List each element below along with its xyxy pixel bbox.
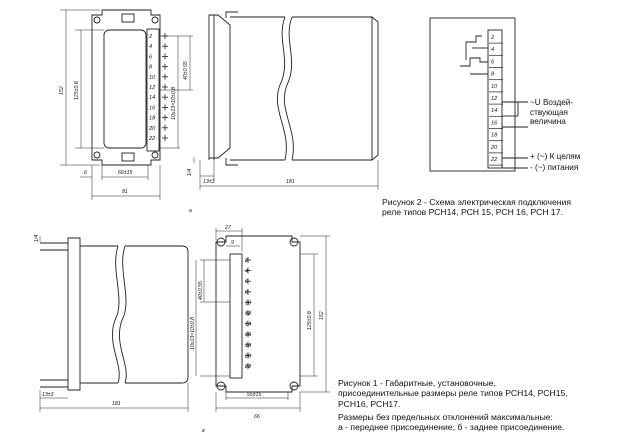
fig-a-label: а bbox=[189, 208, 192, 214]
terminal-number: 2 bbox=[490, 35, 495, 41]
fig-b-terminals: 2 4 6 8 10 12 14 16 18 20 22 bbox=[244, 257, 252, 370]
dim-b-top: 27 bbox=[224, 225, 232, 231]
terminal-number: 18 bbox=[149, 116, 156, 122]
dim-b-height-total: 152 bbox=[319, 311, 325, 320]
terminal-number: 16 bbox=[245, 332, 252, 338]
dim-a-hole-offset: 10x13=10±0,8 bbox=[171, 87, 177, 120]
schematic-label-power-plus: + (~) К целям bbox=[530, 152, 581, 161]
dim-b-width-pin: 55±15 bbox=[247, 392, 262, 398]
terminal-number: 22 bbox=[244, 364, 252, 370]
terminal-number: 10 bbox=[149, 75, 156, 81]
fig-a-side-view bbox=[193, 11, 379, 190]
caption-fig1: Рисунок 1 - Габаритные, установочные, пр… bbox=[338, 378, 568, 409]
dim-a-pitch: 40±0,55 bbox=[183, 61, 189, 80]
terminal-number: 4 bbox=[149, 44, 152, 50]
schematic-terminals: 2 4 6 8 10 12 14 16 18 20 22 bbox=[489, 35, 503, 166]
schematic-label-supply: ~U Воздей- ствующая величина bbox=[530, 98, 574, 127]
terminal-number: 18 bbox=[245, 343, 252, 349]
dim-a-offset: 13±3 bbox=[203, 179, 215, 185]
schematic-diagram bbox=[429, 17, 528, 172]
dim-a-gap: 1/4 bbox=[187, 169, 193, 176]
dim-b-pitch: 40±0,55 bbox=[198, 281, 204, 300]
terminal-number: 12 bbox=[149, 85, 156, 91]
terminal-number: 10 bbox=[491, 84, 498, 90]
terminal-number: 16 bbox=[491, 120, 498, 126]
terminal-number: 8 bbox=[245, 290, 249, 296]
fig-b-label: в bbox=[202, 428, 205, 434]
dim-b-height-inner: 125±0,8 bbox=[307, 311, 313, 330]
terminal-number: 6 bbox=[491, 59, 495, 65]
dim-a-depth: 181 bbox=[286, 179, 295, 185]
dim-a-width-pin: 66±15 bbox=[118, 170, 133, 176]
terminal-number: 4 bbox=[245, 269, 248, 275]
terminal-number: 8 bbox=[149, 65, 153, 71]
terminal-number: 20 bbox=[244, 353, 252, 359]
dim-b-gap: 1/4 bbox=[34, 235, 40, 242]
caption-note: Размеры без предельных отклонений максим… bbox=[338, 412, 565, 433]
dim-a-width-total: 81 bbox=[122, 189, 128, 195]
fig-b-back-view bbox=[195, 228, 330, 412]
terminal-number: 12 bbox=[245, 311, 252, 317]
caption-fig2: Рисунок 2 - Схема электрическая подключе… bbox=[382, 197, 572, 218]
terminal-number: 6 bbox=[245, 279, 249, 285]
terminal-number: 20 bbox=[148, 126, 156, 132]
terminal-number: 22 bbox=[490, 157, 498, 163]
dim-b-offset: 13±3 bbox=[42, 392, 54, 398]
dim-b-hole-offset: 10x13=10±0,8 bbox=[190, 317, 196, 350]
dim-b-top-small: 9 bbox=[231, 240, 234, 246]
terminal-number: 14 bbox=[491, 108, 497, 114]
terminal-number: 20 bbox=[490, 145, 498, 151]
terminal-number: 16 bbox=[149, 105, 156, 111]
terminal-number: 12 bbox=[491, 96, 498, 102]
terminal-number: 14 bbox=[149, 95, 155, 101]
terminal-number: 2 bbox=[148, 34, 153, 40]
dim-a-left-small: 6 bbox=[84, 170, 87, 176]
fig-a-terminals: 2 4 6 8 10 12 14 16 18 20 22 bbox=[148, 33, 168, 142]
terminal-number: 6 bbox=[149, 54, 153, 60]
terminal-number: 2 bbox=[244, 258, 249, 264]
schematic-label-power-minus: - (~) питания bbox=[530, 163, 579, 172]
terminal-number: 8 bbox=[491, 72, 495, 78]
terminal-number: 10 bbox=[245, 300, 252, 306]
terminal-number: 14 bbox=[245, 322, 251, 328]
dim-a-height-total: 152 bbox=[59, 86, 65, 95]
terminal-number: 22 bbox=[148, 136, 156, 142]
fig-b-side-view bbox=[39, 236, 189, 412]
fig-a-front-view bbox=[60, 9, 193, 200]
terminal-number: 4 bbox=[491, 47, 494, 53]
dim-b-depth: 181 bbox=[112, 401, 121, 407]
dim-a-height-inner: 125±0,8 bbox=[74, 81, 80, 100]
terminal-number: 18 bbox=[491, 133, 498, 139]
dim-b-width-total: 66 bbox=[254, 414, 260, 420]
